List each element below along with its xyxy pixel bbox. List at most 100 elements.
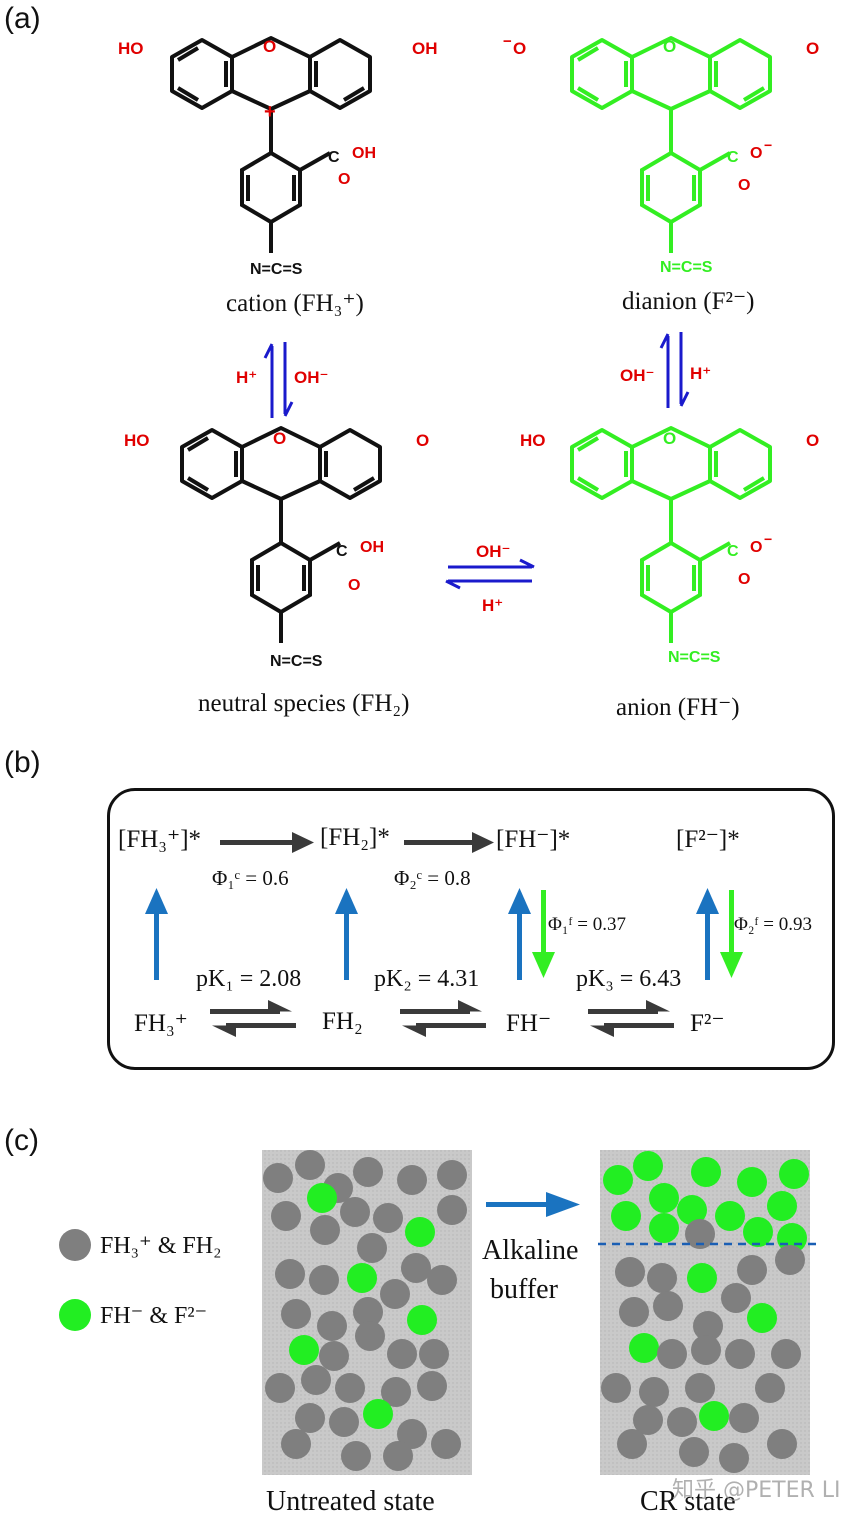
pk-arrow-3 <box>588 1000 674 1037</box>
gray-particle <box>340 1197 370 1227</box>
panel-c-scene <box>59 1150 818 1475</box>
anion-carboxyl-c: C <box>727 543 739 560</box>
cr-particles <box>601 1151 809 1473</box>
dianion-carbonyl2-o: O <box>738 177 750 194</box>
green-particle <box>649 1213 679 1243</box>
cr-label: CR state <box>640 1486 736 1517</box>
transfer-arrow-1 <box>220 832 314 853</box>
gray-particle <box>653 1291 683 1321</box>
cation-carboxyl-oh: OH <box>352 145 376 162</box>
gray-particle <box>383 1441 413 1471</box>
neutral-carbonyl-o: O <box>416 431 429 450</box>
gray-particle <box>309 1265 339 1295</box>
gray-particle <box>401 1253 431 1283</box>
gray-particle <box>729 1403 759 1433</box>
gray-particle <box>657 1339 687 1369</box>
gray-particle <box>615 1257 645 1287</box>
green-particle <box>699 1401 729 1431</box>
pk-arrow-1 <box>210 1000 296 1037</box>
gray-particle <box>771 1339 801 1369</box>
neutral-ncs: N=C=S <box>270 653 323 670</box>
gray-particle <box>437 1160 467 1190</box>
green-particle <box>743 1217 773 1247</box>
excited-fh3: [FH₃⁺]* <box>118 826 202 853</box>
anion-ring-o: O <box>663 429 676 448</box>
gray-particle <box>335 1373 365 1403</box>
label-dianion: dianion (F²⁻) <box>622 288 755 315</box>
gray-particle <box>767 1429 797 1459</box>
green-particle <box>289 1335 319 1365</box>
gray-particle <box>619 1297 649 1327</box>
dianion-ring-o: O <box>663 37 676 56</box>
gray-particle <box>295 1403 325 1433</box>
anion-ncs: N=C=S <box>668 649 721 666</box>
green-particle <box>405 1217 435 1247</box>
green-particle <box>691 1157 721 1187</box>
cation-plus: + <box>264 101 276 123</box>
gray-particle <box>693 1311 723 1341</box>
absorption-arrow-3 <box>508 888 531 980</box>
gray-particle <box>725 1339 755 1369</box>
gray-particle <box>679 1437 709 1467</box>
neutral-ring-o: O <box>273 429 286 448</box>
green-particle <box>737 1167 767 1197</box>
gray-particle <box>417 1371 447 1401</box>
gray-particle <box>755 1373 785 1403</box>
legend-gray-text: FH₃⁺ & FH₂ <box>100 1233 222 1259</box>
gray-particle <box>295 1150 325 1180</box>
ground-fh: FH⁻ <box>506 1010 552 1037</box>
green-particle <box>649 1183 679 1213</box>
equilibrium-arrows-bottom <box>445 558 535 590</box>
label-anion: anion (FH⁻) <box>616 694 740 721</box>
gray-particle <box>601 1373 631 1403</box>
excited-fh2: [FH₂]* <box>320 824 390 851</box>
anion-carbonyl-o: O <box>806 431 819 450</box>
pk1: pK₁ = 2.08 <box>196 966 302 992</box>
green-particle <box>767 1191 797 1221</box>
pk2: pK₂ = 4.31 <box>374 966 480 992</box>
cation-oh-right: OH <box>412 39 438 58</box>
phi-c2: Φ₂ᶜ = 0.8 <box>394 866 471 890</box>
panel-label-a: (a) <box>4 2 41 35</box>
phi-c1: Φ₁ᶜ = 0.6 <box>212 866 289 890</box>
green-particle <box>603 1165 633 1195</box>
green-particle <box>363 1399 393 1429</box>
untreated-particles <box>263 1150 467 1471</box>
phi-f2: Φ₂ᶠ = 0.93 <box>734 914 812 935</box>
arrow-label-1: Alkaline <box>482 1235 579 1266</box>
gray-particle <box>667 1407 697 1437</box>
gray-particle <box>685 1373 715 1403</box>
gray-particle <box>373 1203 403 1233</box>
gray-particle <box>775 1245 805 1275</box>
dianion-oxide: O <box>513 39 526 58</box>
dianion-carboxyl-o: O <box>750 145 762 162</box>
green-particle <box>407 1305 437 1335</box>
neutral-structure <box>180 426 382 643</box>
gray-particle <box>737 1255 767 1285</box>
gray-particle <box>281 1299 311 1329</box>
legend-green-dot <box>59 1299 91 1331</box>
gray-particle <box>380 1279 410 1309</box>
panel-label-b: (b) <box>4 746 41 779</box>
panel-a-structures: HO O OH + C OH O N=C=S O − O O C O − O N… <box>118 33 819 670</box>
reagent-right-up: OH⁻ <box>620 366 655 385</box>
label-neutral: neutral species (FH₂) <box>198 690 410 717</box>
gray-particle <box>353 1297 383 1327</box>
reagent-bottom-fwd: OH⁻ <box>476 542 511 561</box>
emission-arrow-2 <box>720 890 743 978</box>
neutral-carbonyl2-o: O <box>348 577 360 594</box>
gray-particle <box>387 1339 417 1369</box>
gray-particle <box>437 1195 467 1225</box>
watermark: 知乎 @PETER LI <box>672 1478 841 1503</box>
green-particle <box>779 1159 809 1189</box>
panel-label-c: (c) <box>4 1124 39 1157</box>
legend-gray-dot <box>59 1229 91 1261</box>
cation-ho-left: HO <box>118 39 144 58</box>
cation-carbonyl-o: O <box>338 171 350 188</box>
green-particle <box>629 1333 659 1363</box>
neutral-ho: HO <box>124 431 150 450</box>
excited-fh: [FH⁻]* <box>496 826 571 853</box>
untreated-label: Untreated state <box>266 1486 435 1517</box>
gray-particle <box>397 1419 427 1449</box>
ground-f2: F²⁻ <box>690 1010 725 1037</box>
